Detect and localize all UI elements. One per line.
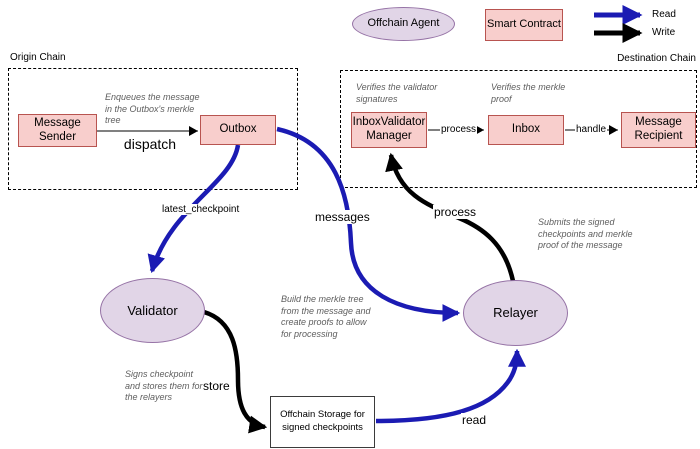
messages-label: messages bbox=[314, 210, 371, 224]
read-arrow bbox=[375, 348, 526, 424]
origin-chain-container bbox=[8, 68, 298, 190]
store-label: store bbox=[202, 379, 231, 393]
legend-read-label: Read bbox=[652, 9, 676, 20]
process-call-label: process bbox=[440, 124, 478, 135]
latest-checkpoint-arrow bbox=[147, 144, 241, 274]
relayer-build-note: Build the merkle tree from the message a… bbox=[281, 294, 371, 340]
enqueue-note: Enqueues the message in the Outbox's mer… bbox=[105, 92, 200, 126]
legend-write-label: Write bbox=[652, 27, 676, 38]
inbox-validator-manager-node: InboxValidator Manager bbox=[351, 112, 427, 148]
destination-chain-title: Destination Chain bbox=[617, 53, 696, 64]
relayer-node: Relayer bbox=[463, 280, 568, 346]
handle-call-label: handle bbox=[575, 124, 608, 135]
messages-arrow bbox=[276, 126, 461, 322]
offchain-storage-node: Offchain Storage for signed checkpoints bbox=[270, 396, 375, 448]
origin-chain-title: Origin Chain bbox=[10, 52, 66, 63]
verifies-merkle-note: Verifies the merkle proof bbox=[491, 82, 566, 104]
read-label: read bbox=[461, 413, 488, 427]
verifies-signatures-note: Verifies the validator signatures bbox=[356, 82, 438, 104]
inbox-node: Inbox bbox=[488, 115, 564, 145]
message-recipient-node: Message Recipient bbox=[621, 112, 696, 148]
relayer-submit-note: Submits the signed checkpoints and merkl… bbox=[538, 217, 633, 251]
validator-node: Validator bbox=[100, 278, 205, 343]
dispatch-label: dispatch bbox=[123, 136, 177, 152]
validator-note: Signs checkpoint and stores them for the… bbox=[125, 369, 203, 403]
process-write-label: process bbox=[433, 205, 478, 219]
destination-chain-container bbox=[340, 70, 697, 188]
latest-checkpoint-label: latest_checkpoint bbox=[161, 204, 241, 215]
outbox-node: Outbox bbox=[200, 115, 276, 145]
message-sender-node: Message Sender bbox=[18, 114, 97, 147]
store-arrow bbox=[203, 309, 268, 434]
legend-offchain-agent: Offchain Agent bbox=[352, 7, 455, 41]
legend-smart-contract: Smart Contract bbox=[485, 9, 563, 41]
